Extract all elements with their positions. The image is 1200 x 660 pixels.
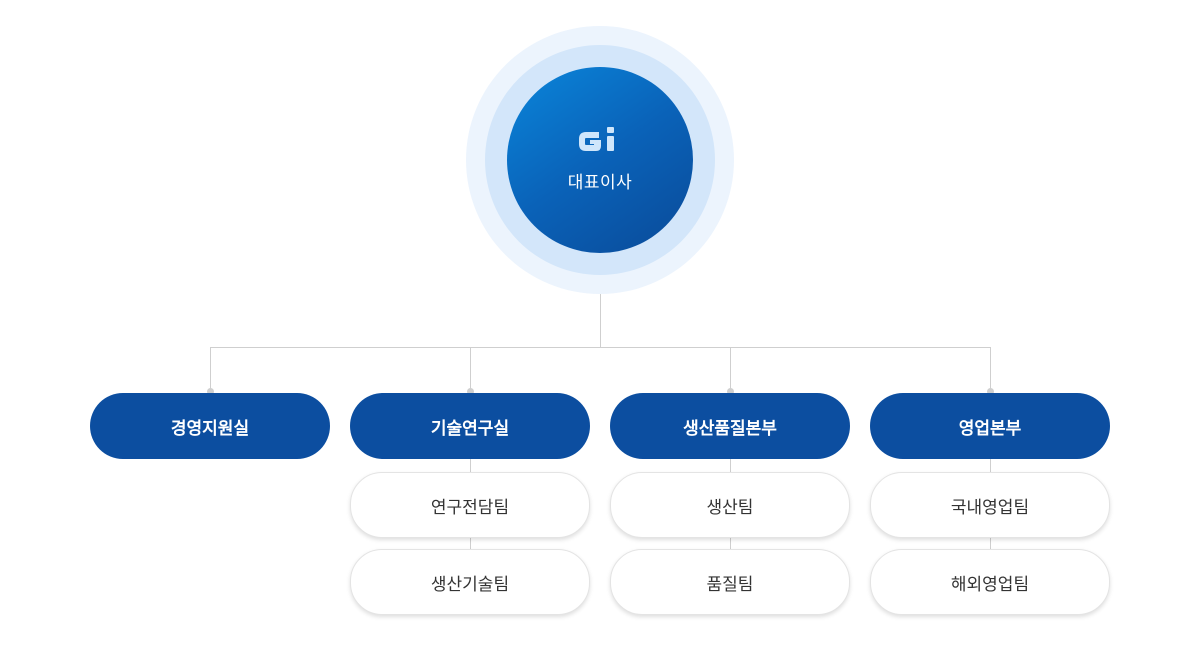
connector-dot-3 — [727, 388, 734, 395]
connector-horizontal — [210, 347, 991, 348]
connector-drop-2 — [470, 347, 471, 393]
division-production-quality: 생산품질본부 — [610, 393, 850, 459]
division-management-support: 경영지원실 — [90, 393, 330, 459]
connector-ceo-trunk — [600, 274, 601, 347]
division-sales: 영업본부 — [870, 393, 1110, 459]
team-quality: 품질팀 — [610, 549, 850, 615]
company-logo: Gi — [575, 124, 614, 151]
team-overseas-sales: 해외영업팀 — [870, 549, 1110, 615]
team-production: 생산팀 — [610, 472, 850, 538]
logo-text: Gi — [575, 124, 577, 125]
division-tech-research: 기술연구실 — [350, 393, 590, 459]
ceo-node: Gi 대표이사 — [507, 67, 693, 253]
team-domestic-sales: 국내영업팀 — [870, 472, 1110, 538]
connector-drop-1 — [210, 347, 211, 393]
connector-dot-2 — [467, 388, 474, 395]
connector-drop-3 — [730, 347, 731, 393]
connector-dot-1 — [207, 388, 214, 395]
connector-drop-4 — [990, 347, 991, 393]
team-research-dedicated: 연구전담팀 — [350, 472, 590, 538]
connector-dot-4 — [987, 388, 994, 395]
ceo-title: 대표이사 — [567, 172, 633, 193]
team-production-technology: 생산기술팀 — [350, 549, 590, 615]
